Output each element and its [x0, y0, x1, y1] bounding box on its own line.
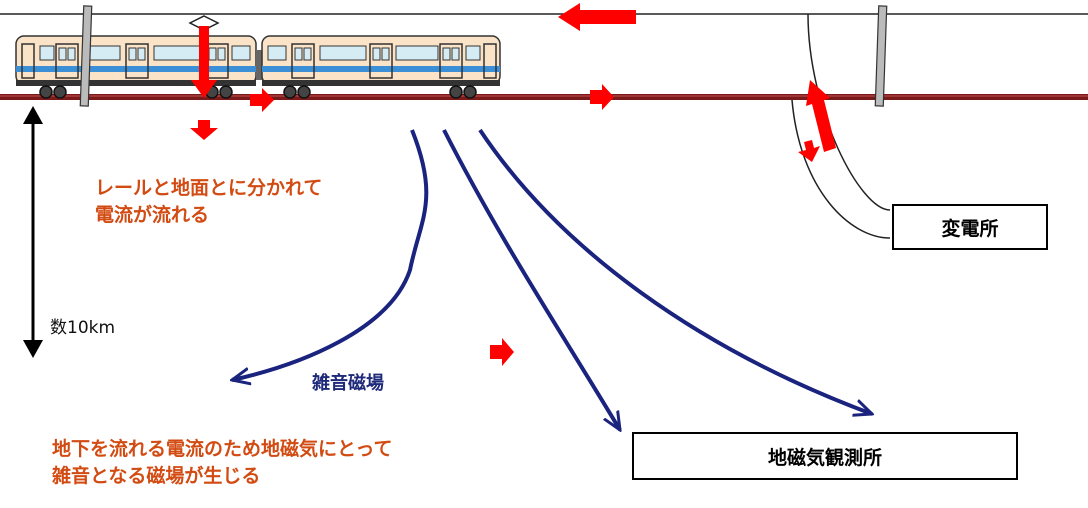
current-arrows — [190, 3, 836, 366]
current-split-label: レールと地面とに分かれて 電流が流れる — [95, 175, 322, 229]
field-line-left — [232, 129, 429, 380]
field-line-middle — [442, 129, 620, 430]
current-split-line-2: 電流が流れる — [95, 204, 210, 226]
current-arrow-wire — [558, 3, 636, 31]
current-arrow-substation-small — [798, 140, 820, 162]
distance-arrow — [23, 106, 43, 358]
rail — [0, 94, 1088, 100]
train — [15, 15, 501, 99]
current-arrow-substation-up — [806, 80, 836, 152]
observatory-box: 地磁気観測所 — [632, 432, 1018, 480]
noise-field-label: 雑音磁場 — [312, 373, 384, 394]
current-split-line-1: レールと地面とに分かれて — [95, 177, 323, 199]
explanation-label: 地下を流れる電流のため地磁気にとって 雑音となる磁場が生じる — [52, 436, 392, 490]
substation-box: 変電所 — [892, 204, 1048, 250]
explanation-line-2: 雑音となる磁場が生じる — [52, 465, 261, 487]
catenary-poles — [79, 5, 888, 107]
current-arrow-down-train — [191, 26, 217, 98]
current-arrow-ground-right — [490, 338, 514, 366]
current-arrow-ground — [190, 120, 218, 140]
substation-feeder-inner — [791, 99, 891, 239]
noise-field-lines — [232, 128, 872, 430]
current-arrow-rail-1 — [250, 88, 274, 112]
explanation-line-1: 地下を流れる電流のため地磁気にとって — [52, 438, 393, 460]
current-arrow-rail-2 — [590, 84, 614, 110]
field-line-right — [478, 128, 872, 414]
train-car-2 — [261, 35, 501, 86]
substation-feeder-outer — [807, 13, 891, 211]
train-car-1 — [15, 35, 257, 86]
distance-label: 数10km — [50, 318, 116, 338]
